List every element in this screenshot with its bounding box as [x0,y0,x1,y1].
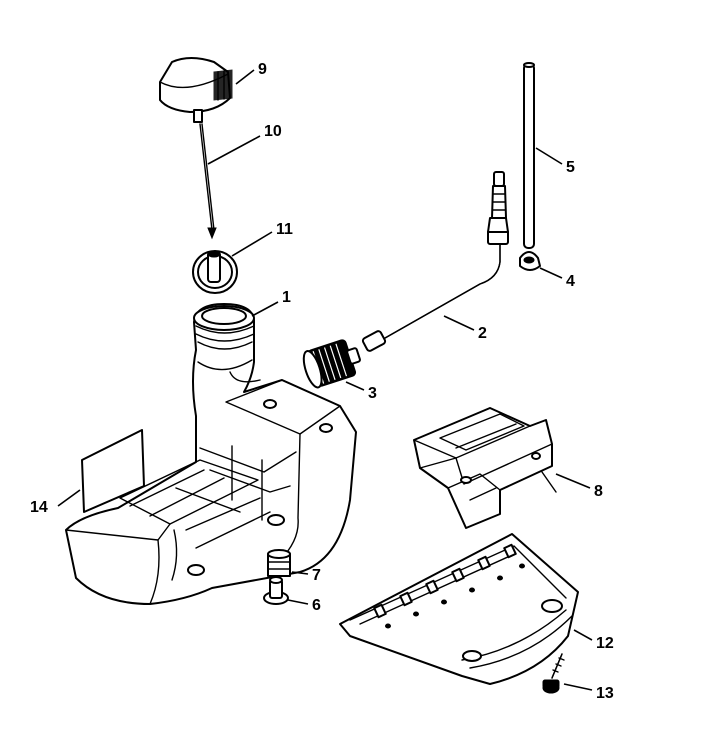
callout-14: 14 [30,499,48,516]
callout-7: 7 [312,567,321,584]
part-2-fuel-hose [361,171,509,352]
callout-9: 9 [258,61,267,78]
callout-2: 2 [478,325,487,342]
callout-3: 3 [368,385,377,402]
callout-1: 1 [282,289,291,306]
leader-lines [57,69,593,691]
part-9-fuel-cap [159,57,233,123]
part-10-retaining-cord [199,123,217,240]
callout-labels: 9 10 11 1 5 4 2 3 8 14 7 6 12 13 [30,61,614,702]
part-4-grommet [519,251,541,271]
part-7-nut [267,549,291,577]
callout-11: 11 [276,221,293,238]
callout-4: 4 [566,273,575,290]
callout-8: 8 [594,483,603,500]
part-8-bracket [413,407,557,529]
callout-12: 12 [596,635,614,652]
part-13-screw [542,653,565,694]
part-6-plug [263,576,289,605]
part-12-base-plate [339,533,579,685]
part-14-label [81,429,145,513]
part-3-fuel-filter [302,339,361,389]
callout-6: 6 [312,597,321,614]
part-5-tube [523,62,535,249]
part-11-strainer-ring [192,250,238,294]
part-1-fuel-tank [65,303,357,605]
callout-5: 5 [566,159,575,176]
callout-10: 10 [264,123,282,140]
callout-13: 13 [596,685,614,702]
